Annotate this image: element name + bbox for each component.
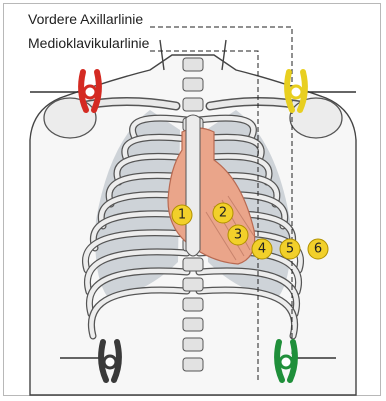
vertebra (183, 98, 203, 111)
clip-green-pivot (280, 356, 292, 368)
electrode-5: 5 (280, 239, 300, 259)
vertebra (183, 358, 203, 371)
vertebra (183, 338, 203, 351)
vertebra (183, 258, 203, 271)
electrode-6-label: 6 (314, 242, 322, 257)
vertebra (183, 78, 203, 91)
vertebra (183, 298, 203, 311)
clip-red-pivot (84, 86, 96, 98)
clip-black-pivot (104, 356, 116, 368)
vertebra (183, 318, 203, 331)
electrode-2: 2 (213, 203, 233, 223)
electrode-1: 1 (172, 205, 192, 225)
electrode-5-label: 5 (286, 242, 294, 257)
clip-yellow-pivot (290, 86, 302, 98)
electrode-4-label: 4 (258, 242, 266, 257)
vertebra (183, 58, 203, 71)
vertebra (183, 278, 203, 291)
label-vordere-axillarlinie: Vordere Axillarlinie (28, 11, 143, 27)
electrode-4: 4 (252, 239, 272, 259)
electrode-1-label: 1 (178, 208, 186, 223)
electrode-3-label: 3 (234, 228, 242, 243)
label-medioklavikularlinie: Medioklavikularlinie (28, 35, 149, 51)
sternum (186, 115, 200, 256)
right-shoulder (44, 98, 96, 138)
electrode-2-label: 2 (219, 206, 227, 221)
left-shoulder (290, 98, 342, 138)
electrode-6: 6 (308, 239, 328, 259)
electrode-3: 3 (228, 225, 248, 245)
